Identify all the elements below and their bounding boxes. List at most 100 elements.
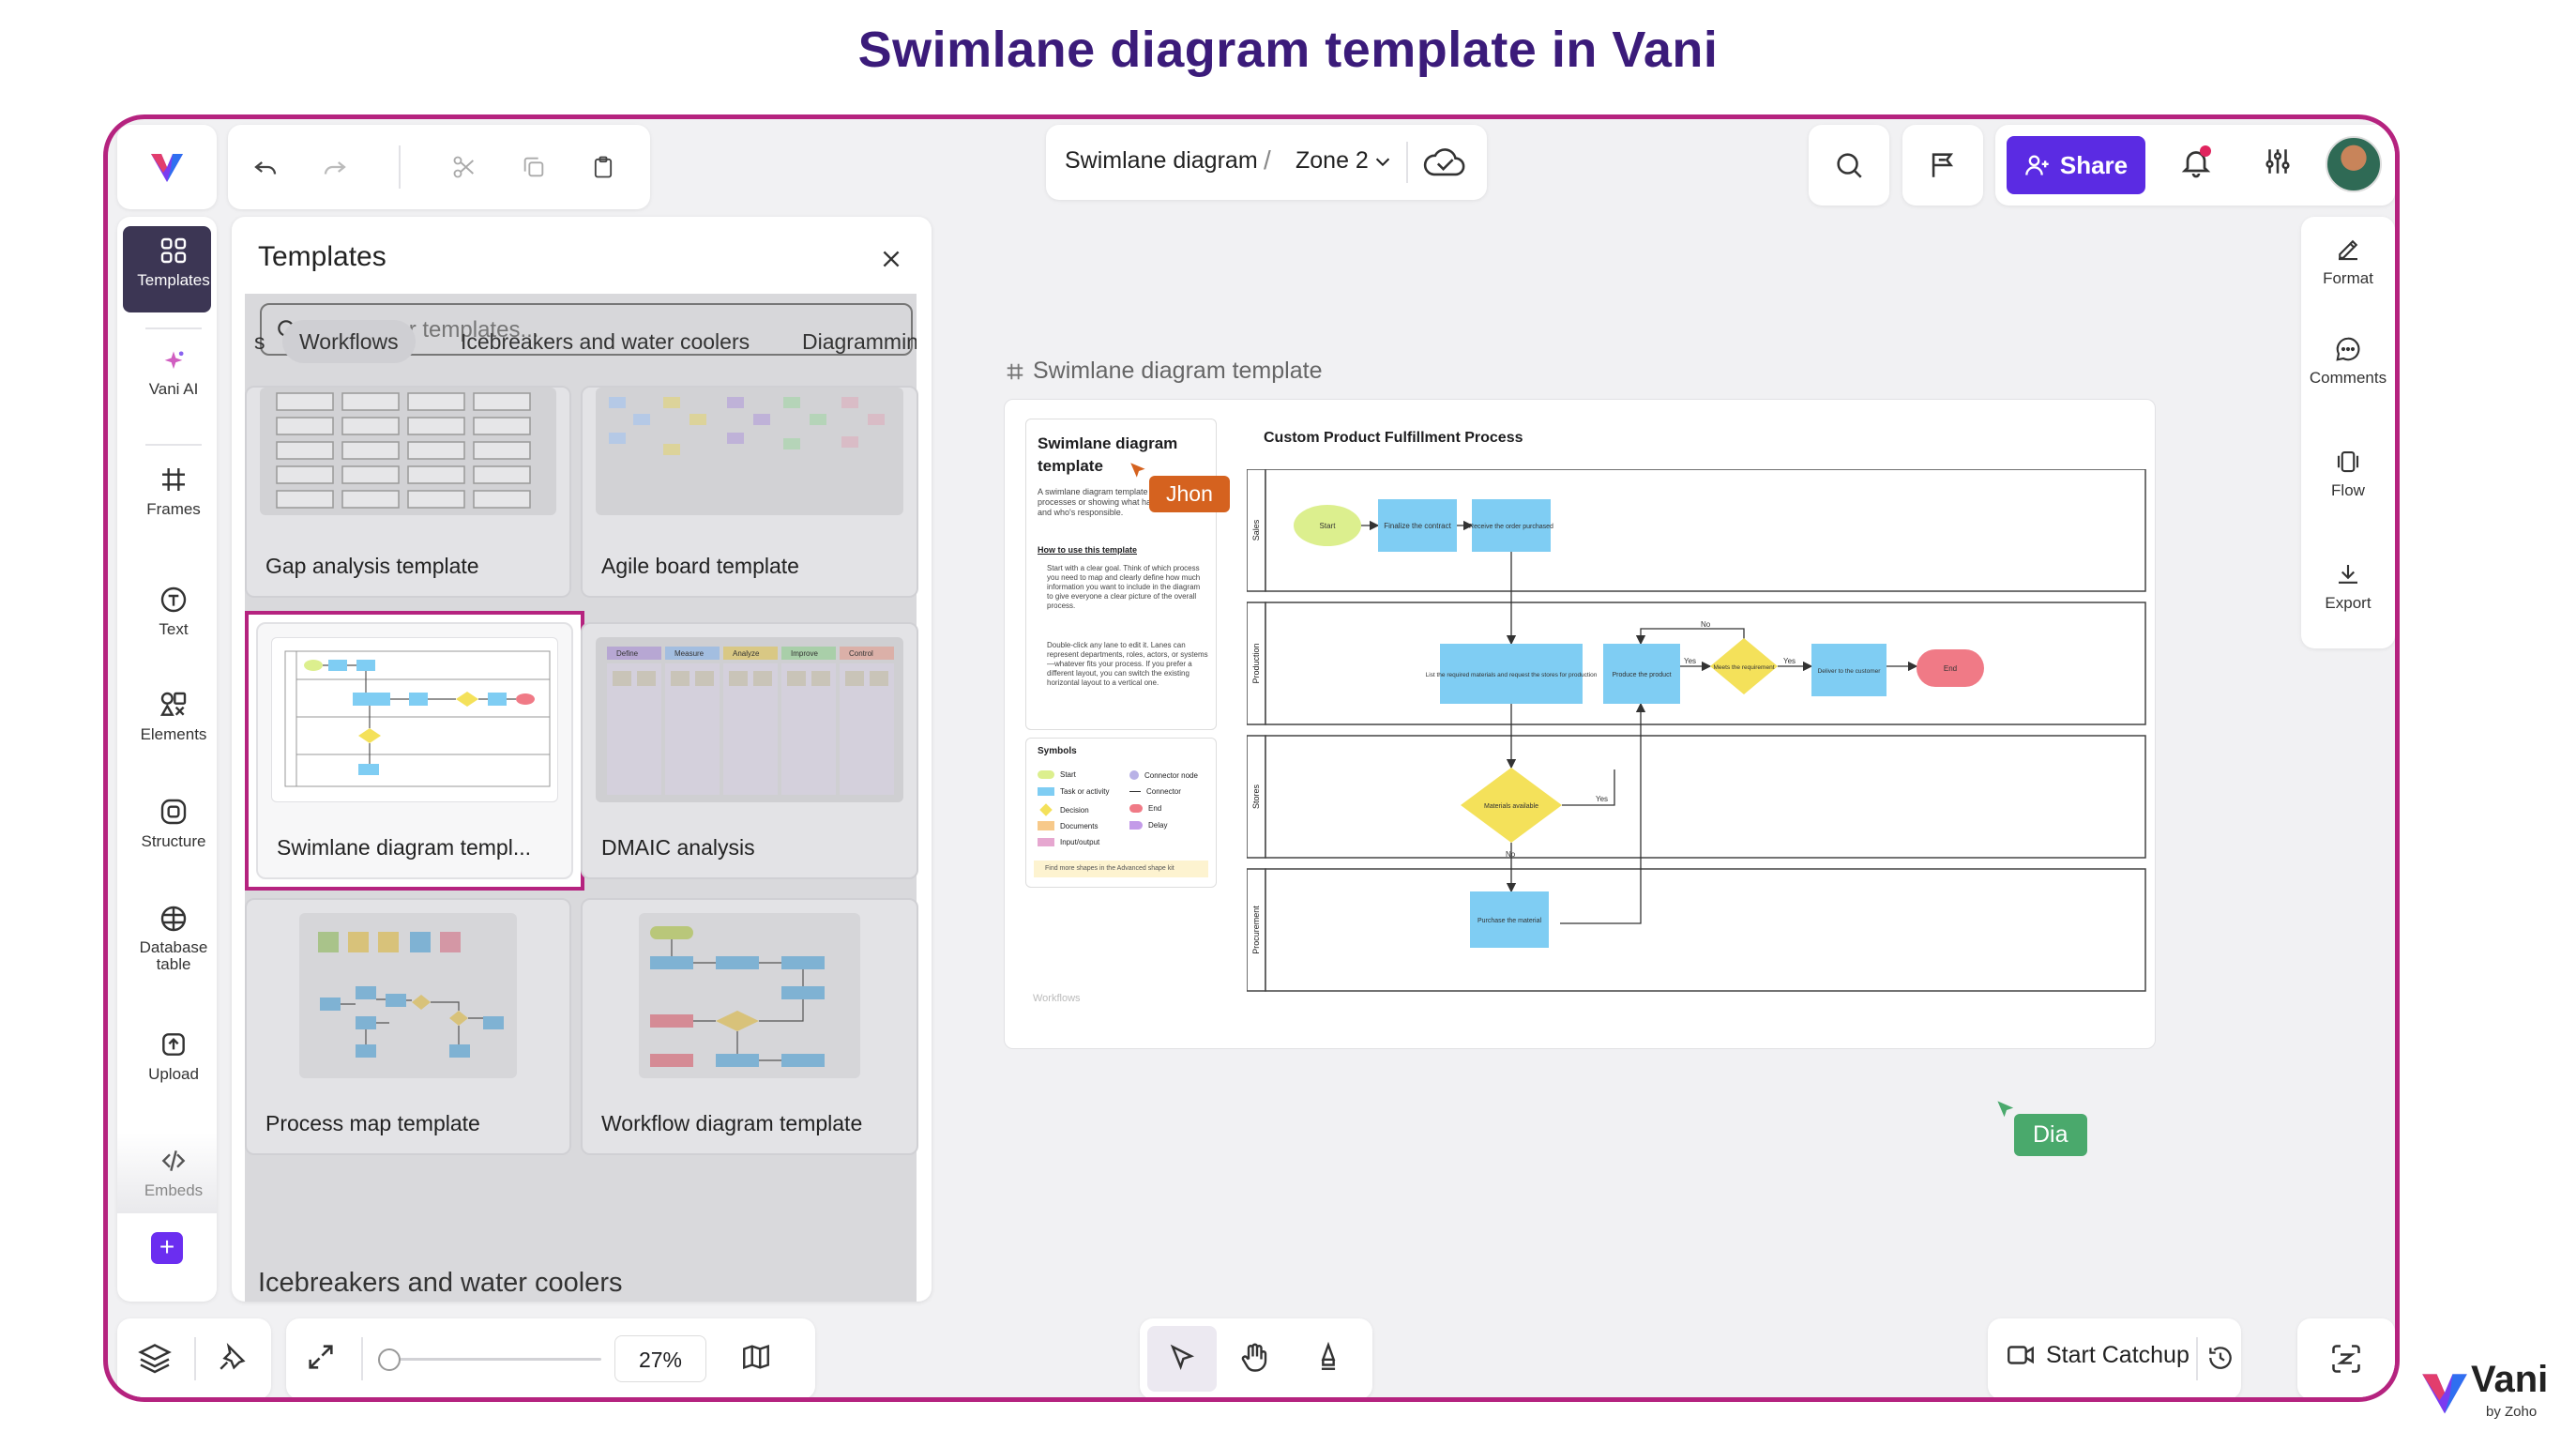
rail-item-database-table[interactable]: Database table: [130, 904, 217, 973]
notifications-button[interactable]: [2179, 145, 2219, 185]
node-produce-product[interactable]: [1603, 644, 1680, 704]
avatar[interactable]: [2326, 136, 2382, 192]
node-label: Materials available: [1484, 803, 1538, 810]
layers-button[interactable]: [138, 1341, 172, 1375]
rail-divider: [145, 327, 202, 329]
cut-button[interactable]: [446, 148, 483, 186]
undo-button[interactable]: [247, 148, 284, 186]
template-card-name: Process map template: [265, 1111, 480, 1135]
rail-item-upload[interactable]: Upload: [130, 1029, 217, 1084]
template-thumbnail: [299, 913, 517, 1078]
node-receive-order[interactable]: [1472, 499, 1551, 552]
node-label: Purchase the material: [1477, 918, 1542, 924]
page-heading: Swimlane diagram template in Vani: [857, 22, 1719, 78]
rail-item-templates[interactable]: Templates: [130, 236, 217, 290]
category-chip-diagramming[interactable]: Diagrammin: [802, 329, 917, 354]
pin-button[interactable]: [217, 1341, 249, 1373]
node-purchase-material[interactable]: [1470, 891, 1549, 948]
rail-item-text[interactable]: Text: [130, 585, 217, 639]
redo-button[interactable]: [316, 148, 354, 186]
search-button[interactable]: [1809, 125, 1889, 206]
template-card-process-map[interactable]: Process map template: [245, 898, 571, 1155]
edge-purchase-produce: [1560, 702, 1646, 924]
chevron-down-icon[interactable]: [1372, 151, 1393, 172]
share-button[interactable]: Share: [2007, 136, 2145, 194]
dmaic-col-label: Measure: [674, 649, 705, 658]
node-start[interactable]: [1294, 505, 1361, 546]
rail-item-structure[interactable]: Structure: [130, 797, 217, 851]
symbol-end: End: [1129, 804, 1161, 813]
info-card-bullet: Start with a clear goal. Think of which …: [1047, 564, 1201, 610]
edge-meets-no: [1635, 628, 1745, 646]
zoom-level-box[interactable]: 27%: [614, 1335, 706, 1382]
catchup-label: Start Catchup: [2046, 1341, 2190, 1368]
breadcrumb-board[interactable]: Swimlane diagram: [1065, 147, 1258, 174]
ai-assist-button[interactable]: [2297, 1318, 2395, 1397]
canvas-frame-label[interactable]: Swimlane diagram template: [1005, 358, 1322, 385]
template-card-dmaic[interactable]: Define Measure Analyze Improve Control D…: [581, 622, 918, 879]
history-button[interactable]: [2205, 1343, 2235, 1373]
zoom-slider-track[interactable]: [378, 1358, 601, 1361]
more-tools-button[interactable]: +: [151, 1232, 183, 1264]
rail-item-frames[interactable]: Frames: [130, 465, 217, 519]
close-icon[interactable]: [879, 247, 903, 271]
share-label: Share: [2059, 150, 2129, 179]
node-label: Produce the product: [1612, 672, 1671, 678]
template-card-agile-board[interactable]: Agile board template: [581, 386, 918, 598]
node-finalize-contract[interactable]: [1378, 499, 1457, 552]
paste-button[interactable]: [584, 148, 622, 186]
copy-icon: [523, 157, 544, 177]
brand-subtitle: by Zoho: [2486, 1404, 2538, 1420]
template-card-gap-analysis[interactable]: Gap analysis template: [245, 386, 571, 598]
rail-item-elements[interactable]: Elements: [130, 690, 217, 744]
text-icon: [160, 586, 187, 613]
present-flag-icon: [1932, 153, 1954, 177]
layers-icon: [138, 1344, 172, 1374]
template-card-workflow-diagram[interactable]: Workflow diagram template: [581, 898, 918, 1155]
minimap-button[interactable]: [740, 1341, 772, 1373]
node-end[interactable]: [1917, 649, 1984, 687]
rail-label: Flow: [2331, 481, 2365, 499]
node-list-materials[interactable]: [1440, 644, 1583, 704]
pen-tool-button[interactable]: [1312, 1341, 1344, 1373]
category-chip[interactable]: s: [254, 329, 265, 354]
templates-grid-icon: [160, 237, 187, 264]
right-rail-format[interactable]: Format: [2305, 236, 2391, 288]
zoom-slider-thumb[interactable]: [378, 1348, 401, 1371]
right-rail-flow[interactable]: Flow: [2305, 448, 2391, 500]
rail-item-vani-ai[interactable]: Vani AI: [130, 348, 217, 399]
node-deliver-customer[interactable]: [1811, 644, 1887, 696]
category-chip-icebreakers[interactable]: Icebreakers and water coolers: [461, 329, 750, 354]
sparkle-icon: [164, 351, 184, 370]
lane-stores[interactable]: [1265, 735, 2146, 859]
symbol-connector-node: Connector node: [1129, 770, 1198, 780]
template-thumbnail: Define Measure Analyze Improve Control: [596, 637, 903, 802]
node-label: Finalize the contract: [1384, 522, 1451, 530]
select-tool-button[interactable]: [1147, 1326, 1217, 1392]
rail-item-embeds[interactable]: Embeds: [130, 1146, 217, 1200]
node-materials-available[interactable]: [1461, 768, 1562, 843]
rail-label: Embeds: [144, 1181, 204, 1199]
cloud-saved-icon[interactable]: [1423, 144, 1466, 181]
info-card-title: Swimlane diagram template: [1038, 434, 1178, 475]
flow-slides-icon: [2337, 450, 2359, 473]
fit-screen-button[interactable]: [305, 1341, 337, 1373]
symbol-label: Task or activity: [1060, 787, 1110, 796]
rail-label: Frames: [146, 500, 201, 518]
settings-button[interactable]: [2262, 145, 2301, 185]
cursor-jhon-pointer: [1130, 463, 1145, 478]
right-rail-export[interactable]: Export: [2305, 560, 2391, 613]
category-chip-workflows[interactable]: Workflows: [282, 320, 416, 363]
lane-procurement[interactable]: [1265, 868, 2146, 992]
copy-button[interactable]: [515, 148, 553, 186]
rail-templates-active[interactable]: [123, 226, 211, 312]
template-card-swimlane[interactable]: Swimlane diagram templ...: [256, 622, 573, 879]
right-rail-comments[interactable]: Comments: [2305, 335, 2391, 388]
start-catchup-button[interactable]: Start Catchup: [2005, 1339, 2190, 1371]
present-button[interactable]: [1902, 125, 1983, 206]
hand-tool-button[interactable]: [1237, 1341, 1271, 1375]
logo-card[interactable]: [117, 125, 217, 209]
node-meets-requirement[interactable]: [1710, 638, 1778, 694]
breadcrumb-zone[interactable]: Zone 2: [1296, 147, 1369, 174]
edge-materials-yes: [1562, 769, 1615, 806]
